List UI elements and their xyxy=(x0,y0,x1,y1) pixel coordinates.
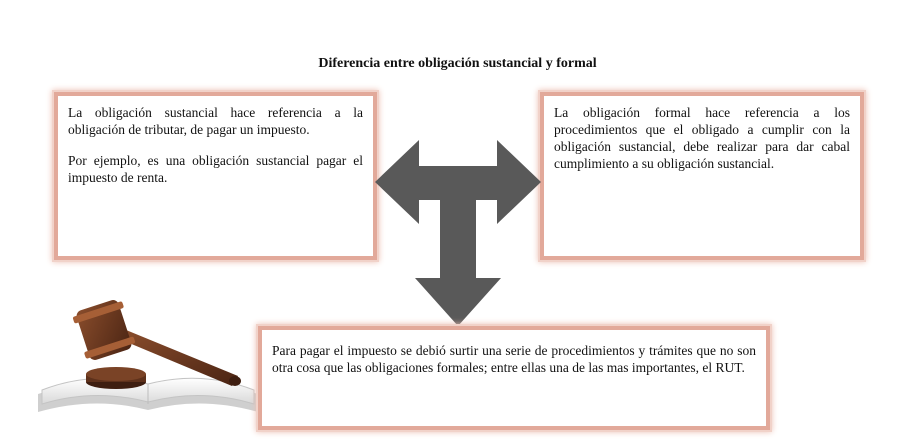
gavel-on-book-icon xyxy=(38,300,258,412)
rut-example-box: Para pagar el impuesto se debió surtir u… xyxy=(258,326,770,430)
substantial-example-text: Por ejemplo, es una obligación sustancia… xyxy=(68,153,363,185)
diagram-title: Diferencia entre obligación sustancial y… xyxy=(318,56,597,71)
formal-definition-text: La obligación formal hace referencia a l… xyxy=(554,105,850,171)
substantial-obligation-box: La obligación sustancial hace referencia… xyxy=(54,92,377,260)
rut-example-text: Para pagar el impuesto se debió surtir u… xyxy=(272,343,756,375)
formal-obligation-box: La obligación formal hace referencia a l… xyxy=(540,92,864,260)
three-way-arrow-icon xyxy=(375,140,541,326)
substantial-definition-text: La obligación sustancial hace referencia… xyxy=(68,105,363,137)
